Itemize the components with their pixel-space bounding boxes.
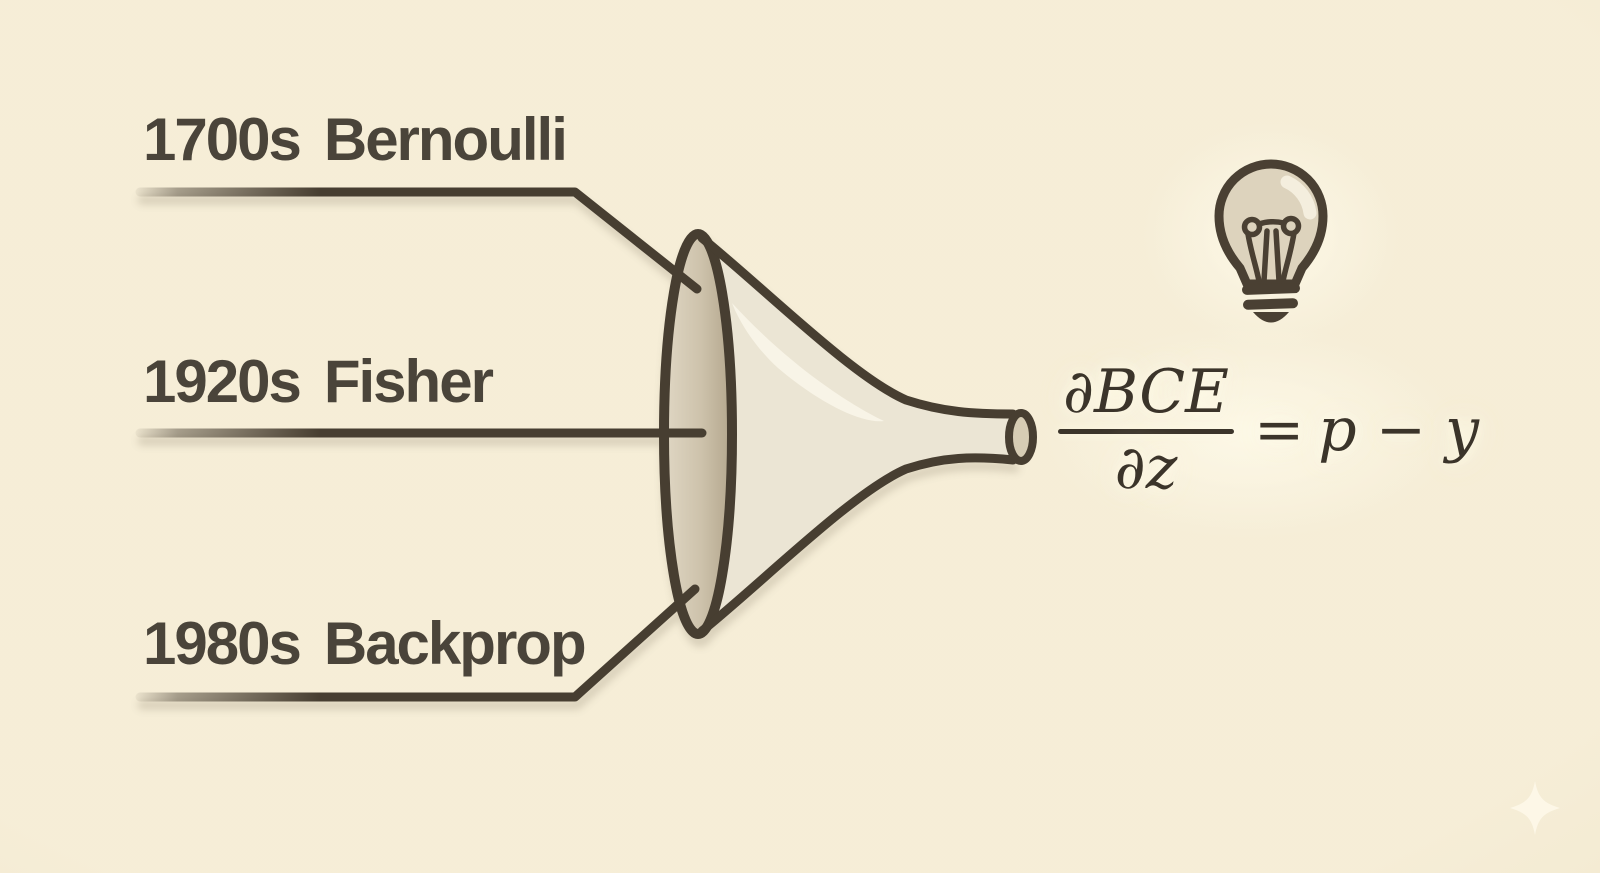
- funnel-cone-top-outline: [697, 233, 1018, 419]
- bulb-base: [1242, 283, 1300, 323]
- funnel-spout-tip: [1005, 409, 1037, 465]
- formula-numerator: ∂BCE: [1063, 357, 1229, 427]
- funnel-cone-bottom-outline: [697, 453, 1018, 636]
- timeline-name: Fisher: [323, 348, 494, 415]
- timeline-name: Backprop: [323, 610, 587, 677]
- funnel-mouth-outline: [659, 229, 737, 639]
- fraction-bar: [1058, 429, 1234, 434]
- equals-sign: =: [1254, 394, 1305, 465]
- funnel-cone-body: [700, 236, 1014, 633]
- timeline-year: 1700s: [143, 106, 302, 173]
- formula-right-hand-side: = p − y: [1254, 400, 1479, 460]
- funnel-icon: [664, 234, 1014, 634]
- sparkle-icon: [1510, 781, 1560, 835]
- formula-result: p − y: [1318, 394, 1480, 465]
- formula-denominator: ∂z: [1114, 433, 1178, 503]
- timeline-year: 1980s: [143, 610, 302, 677]
- connector-line-backprop: [135, 584, 700, 702]
- bulb-filament: [1241, 215, 1302, 284]
- connector-line-bernoulli: [135, 187, 702, 294]
- timeline-year: 1920s: [143, 348, 302, 415]
- formula-fraction: ∂BCE ∂z: [1058, 360, 1234, 499]
- gradient-formula: ∂BCE ∂z = p − y: [1058, 360, 1479, 499]
- lightbulb-icon: [1214, 159, 1328, 323]
- bulb-glass-highlight: [1280, 175, 1317, 220]
- timeline-name: Bernoulli: [323, 106, 568, 173]
